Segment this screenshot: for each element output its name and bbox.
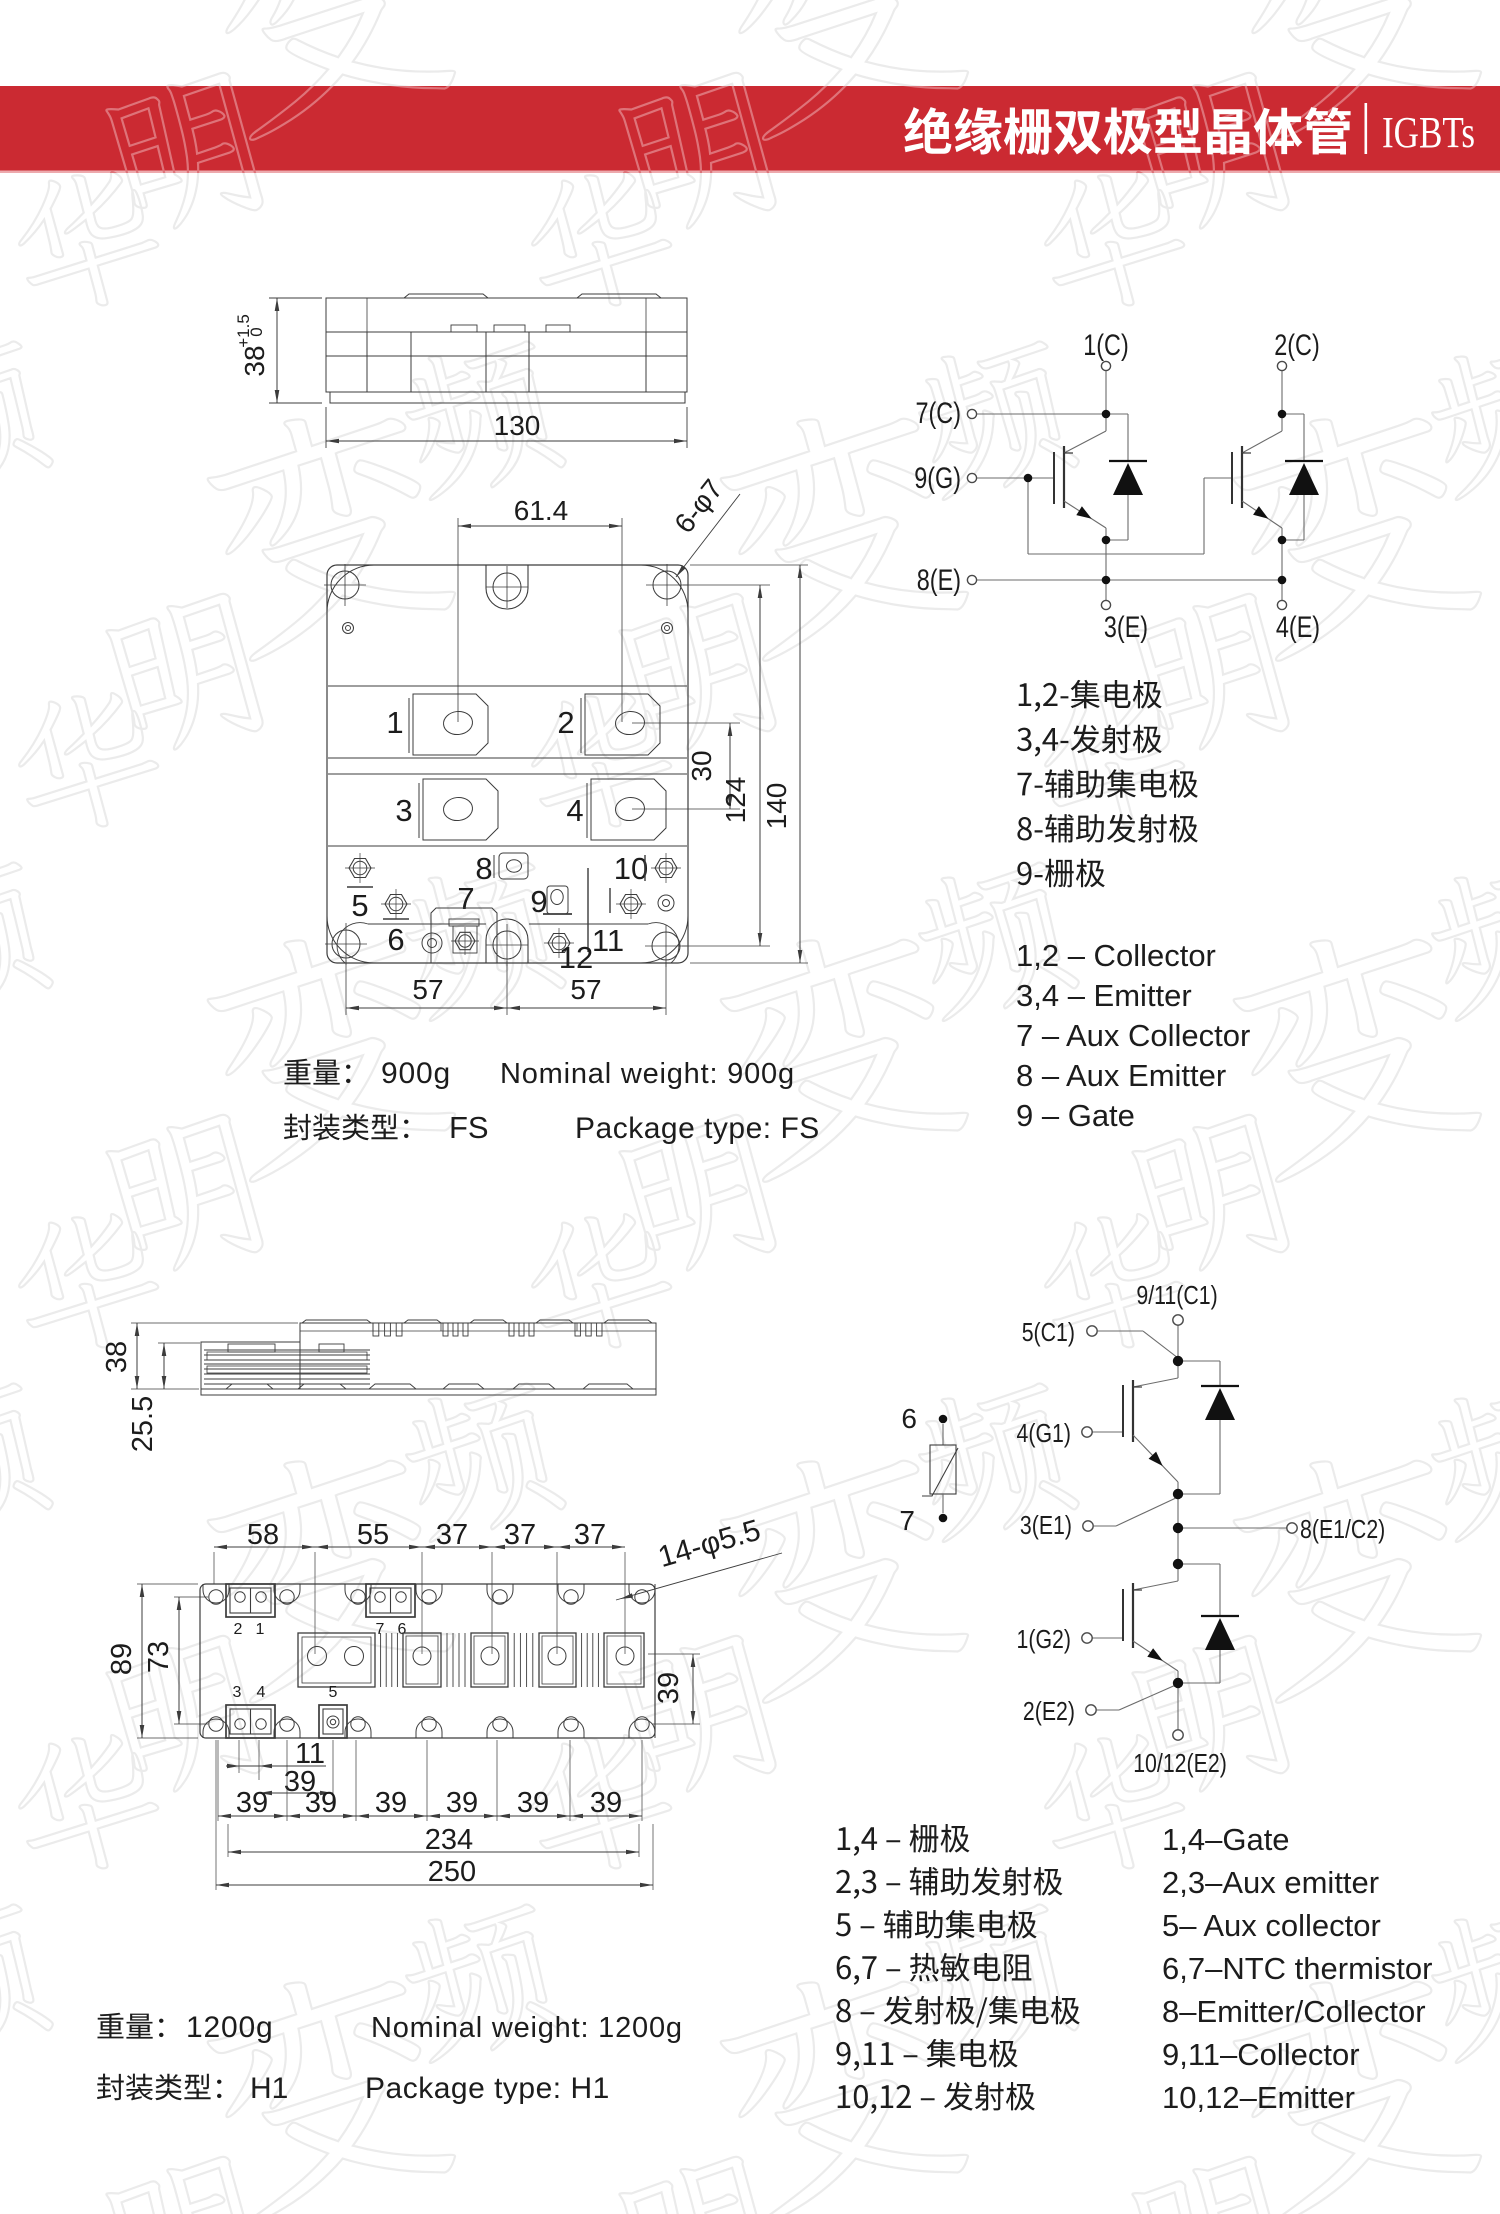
svg-text:140: 140 — [761, 783, 792, 830]
svg-text:2: 2 — [234, 1621, 243, 1638]
svg-text:8–Emitter/Collector: 8–Emitter/Collector — [1162, 1994, 1426, 2029]
svg-text:6-φ7: 6-φ7 — [668, 474, 729, 539]
svg-text:11: 11 — [592, 923, 624, 958]
svg-text:4(G1): 4(G1) — [1017, 1419, 1071, 1449]
svg-text:130: 130 — [494, 410, 541, 441]
svg-text:3,4 – Emitter: 3,4 – Emitter — [1016, 978, 1192, 1013]
svg-text:37: 37 — [436, 1519, 468, 1551]
svg-text:0: 0 — [247, 327, 266, 336]
svg-text:10,12–Emitter: 10,12–Emitter — [1162, 2080, 1355, 2115]
svg-text:57: 57 — [412, 974, 443, 1005]
svg-text:7(C): 7(C) — [916, 396, 961, 429]
svg-text:4: 4 — [257, 1684, 266, 1701]
svg-text:6: 6 — [398, 1621, 407, 1638]
svg-text:9: 9 — [530, 884, 547, 919]
svg-text:38: 38 — [101, 1341, 133, 1373]
svg-text:7: 7 — [457, 881, 474, 916]
svg-text:39: 39 — [305, 1787, 337, 1819]
svg-text:37: 37 — [504, 1519, 536, 1551]
svg-text:5: 5 — [329, 1684, 338, 1701]
svg-text:39: 39 — [236, 1787, 268, 1819]
svg-text:37: 37 — [574, 1519, 606, 1551]
svg-text:+1.5: +1.5 — [234, 314, 253, 348]
svg-text:3(E): 3(E) — [1104, 610, 1148, 643]
svg-text:Package type: H1: Package type: H1 — [365, 2072, 610, 2105]
svg-text:3: 3 — [233, 1684, 242, 1701]
svg-text:7: 7 — [899, 1505, 915, 1536]
svg-text:5(C1): 5(C1) — [1022, 1318, 1075, 1348]
svg-text:900g: 900g — [381, 1057, 451, 1090]
svg-text:1: 1 — [386, 705, 403, 740]
svg-text:7: 7 — [376, 1621, 385, 1638]
svg-text:1(G2): 1(G2) — [1017, 1625, 1071, 1655]
svg-text:39: 39 — [284, 1766, 316, 1798]
svg-text:124: 124 — [720, 777, 751, 824]
svg-text:2,3–Aux emitter: 2,3–Aux emitter — [1162, 1865, 1379, 1900]
svg-text:8(E1/C2): 8(E1/C2) — [1300, 1515, 1385, 1545]
svg-text:8 – Aux Emitter: 8 – Aux Emitter — [1016, 1058, 1226, 1093]
svg-text:9 – Gate: 9 – Gate — [1016, 1098, 1135, 1133]
svg-text:6: 6 — [901, 1403, 917, 1434]
svg-text:6,7–NTC thermistor: 6,7–NTC thermistor — [1162, 1951, 1432, 1986]
svg-text:73: 73 — [143, 1641, 175, 1673]
svg-text:58: 58 — [247, 1519, 279, 1551]
svg-text:250: 250 — [428, 1856, 476, 1888]
svg-text:5– Aux collector: 5– Aux collector — [1162, 1908, 1381, 1943]
svg-text:8(E): 8(E) — [917, 563, 961, 596]
svg-text:2(E2): 2(E2) — [1023, 1697, 1075, 1727]
svg-text:6: 6 — [387, 922, 404, 957]
svg-text:12: 12 — [559, 940, 593, 975]
svg-text:9/11(C1): 9/11(C1) — [1136, 1281, 1217, 1311]
svg-text:25.5: 25.5 — [127, 1396, 159, 1452]
svg-text:30: 30 — [686, 750, 717, 781]
svg-text:8: 8 — [475, 851, 492, 886]
svg-text:3(E1): 3(E1) — [1020, 1511, 1072, 1541]
svg-text:4: 4 — [566, 793, 583, 828]
svg-text:2: 2 — [557, 705, 574, 740]
svg-text:234: 234 — [425, 1824, 473, 1856]
svg-text:11: 11 — [295, 1738, 325, 1770]
svg-text:Package type: FS: Package type: FS — [575, 1112, 820, 1145]
svg-text:7 – Aux Collector: 7 – Aux Collector — [1016, 1018, 1250, 1053]
svg-text:38: 38 — [239, 345, 270, 376]
svg-text:2(C): 2(C) — [1274, 328, 1319, 361]
svg-text:1,4–Gate: 1,4–Gate — [1162, 1822, 1290, 1857]
svg-text:39: 39 — [653, 1672, 685, 1704]
svg-text:39: 39 — [517, 1787, 549, 1819]
svg-text:1200g: 1200g — [186, 2011, 273, 2044]
svg-text:3: 3 — [395, 793, 412, 828]
svg-text:5: 5 — [351, 888, 368, 923]
svg-text:H1: H1 — [250, 2072, 288, 2105]
svg-text:Nominal weight: 900g: Nominal weight: 900g — [500, 1058, 795, 1090]
svg-text:14-φ5.5: 14-φ5.5 — [655, 1514, 765, 1575]
svg-text:IGBTs: IGBTs — [1382, 108, 1475, 157]
svg-text:39: 39 — [590, 1787, 622, 1819]
svg-text:Nominal weight: 1200g: Nominal weight: 1200g — [371, 2012, 683, 2044]
svg-text:39: 39 — [446, 1787, 478, 1819]
svg-text:1,2 – Collector: 1,2 – Collector — [1016, 938, 1216, 973]
svg-text:1: 1 — [256, 1621, 265, 1638]
svg-text:61.4: 61.4 — [514, 495, 569, 526]
svg-text:9(G): 9(G) — [914, 461, 961, 494]
svg-text:57: 57 — [570, 974, 601, 1005]
svg-text:55: 55 — [357, 1519, 389, 1551]
svg-text:10: 10 — [614, 851, 648, 886]
svg-text:89: 89 — [106, 1643, 138, 1675]
svg-text:1(C): 1(C) — [1083, 328, 1128, 361]
svg-text:FS: FS — [449, 1110, 489, 1145]
svg-text:9,11–Collector: 9,11–Collector — [1162, 2037, 1360, 2072]
svg-text:10/12(E2): 10/12(E2) — [1133, 1749, 1227, 1779]
svg-text:39: 39 — [375, 1787, 407, 1819]
svg-text:4(E): 4(E) — [1276, 610, 1320, 643]
